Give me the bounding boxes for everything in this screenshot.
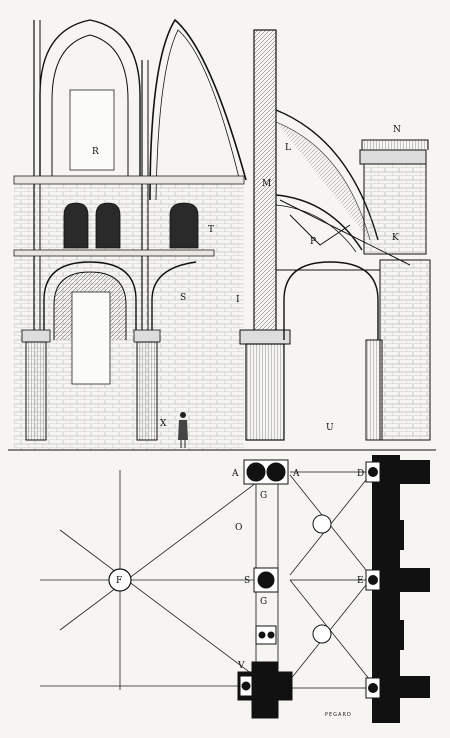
label-U: U bbox=[326, 423, 334, 433]
label-X: X bbox=[160, 419, 167, 429]
label-G-bottom: G bbox=[260, 597, 267, 607]
label-A-right: A bbox=[292, 469, 300, 479]
label-E: E bbox=[357, 576, 364, 586]
human-figure bbox=[178, 412, 188, 448]
label-O: O bbox=[235, 523, 242, 533]
label-S-plan: S bbox=[244, 576, 250, 586]
label-M: M bbox=[262, 179, 271, 189]
engraver-signature: PEGARD bbox=[325, 712, 352, 718]
label-T: T bbox=[208, 225, 214, 235]
label-R: R bbox=[92, 147, 99, 157]
label-D: D bbox=[357, 469, 364, 479]
ground-plan bbox=[40, 455, 430, 723]
label-G-top: G bbox=[260, 491, 267, 501]
label-I: I bbox=[236, 295, 240, 305]
label-F: F bbox=[116, 576, 122, 586]
interior-elevation bbox=[8, 18, 247, 451]
label-V: V bbox=[237, 661, 245, 671]
label-S: S bbox=[180, 293, 186, 303]
cross-section bbox=[239, 29, 436, 451]
label-L: L bbox=[285, 143, 291, 153]
label-K: K bbox=[392, 233, 399, 243]
reference-letters: R T S X U M L I P N K A A D G G O F S E … bbox=[92, 125, 401, 718]
label-N: N bbox=[393, 125, 401, 135]
label-P: P bbox=[310, 237, 316, 247]
label-A-left: A bbox=[231, 469, 239, 479]
